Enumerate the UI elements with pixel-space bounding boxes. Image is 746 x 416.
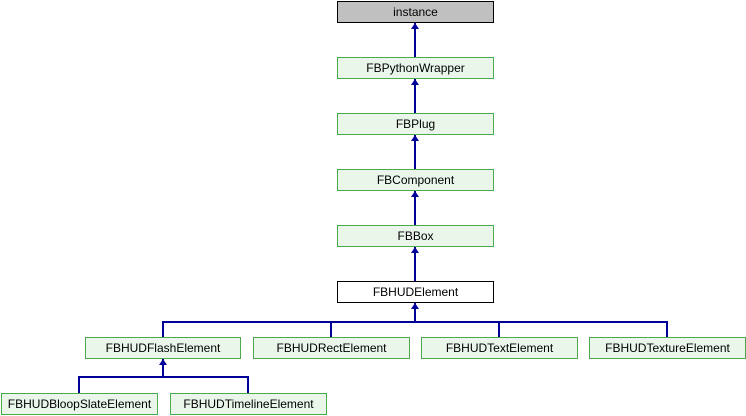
arrow-up-icon: [411, 23, 419, 29]
arrow-up-icon: [411, 191, 419, 197]
edge-fbbox-fbhudelement: [414, 247, 416, 281]
edge-stub-fbhudflashelement: [162, 321, 164, 337]
arrow-up-icon: [411, 79, 419, 85]
node-fbhudtextelement[interactable]: FBHUDTextElement: [421, 337, 578, 359]
edge-grandchildren-bus: [78, 376, 249, 378]
node-fbplug[interactable]: FBPlug: [337, 113, 494, 135]
node-fbhudbloopslateelement[interactable]: FBHUDBloopSlateElement: [1, 393, 158, 415]
edge-stub-fbhudrectelement: [330, 321, 332, 337]
node-fbhudtextureelement[interactable]: FBHUDTextureElement: [589, 337, 746, 359]
arrow-up-icon: [411, 247, 419, 253]
edge-fbhudelement-riser: [414, 303, 416, 323]
edge-children-bus: [162, 321, 668, 323]
edge-fbplug-fbcomponent: [414, 135, 416, 169]
edge-stub-fbhudbloopslateelement: [78, 376, 80, 393]
node-fbcomponent[interactable]: FBComponent: [337, 169, 494, 191]
node-fbhudtimelineelement[interactable]: FBHUDTimelineElement: [170, 393, 327, 415]
node-fbhudelement: FBHUDElement: [337, 281, 494, 303]
edge-stub-fbhudtextelement: [498, 321, 500, 337]
edge-instance-fbpythonwrapper: [414, 23, 416, 57]
node-fbhudflashelement[interactable]: FBHUDFlashElement: [85, 337, 241, 359]
arrow-up-icon: [159, 359, 167, 365]
node-fbhudrectelement[interactable]: FBHUDRectElement: [253, 337, 410, 359]
node-instance: instance: [337, 1, 494, 23]
node-fbpythonwrapper[interactable]: FBPythonWrapper: [337, 57, 494, 79]
edge-stub-fbhudtimelineelement: [247, 376, 249, 393]
edge-fbhudflashelement-riser: [162, 359, 164, 378]
edge-fbcomponent-fbbox: [414, 191, 416, 225]
arrow-up-icon: [411, 135, 419, 141]
arrow-up-icon: [411, 303, 419, 309]
edge-stub-fbhudtextureelement: [666, 321, 668, 337]
edge-fbpythonwrapper-fbplug: [414, 79, 416, 113]
node-fbbox[interactable]: FBBox: [337, 225, 494, 247]
